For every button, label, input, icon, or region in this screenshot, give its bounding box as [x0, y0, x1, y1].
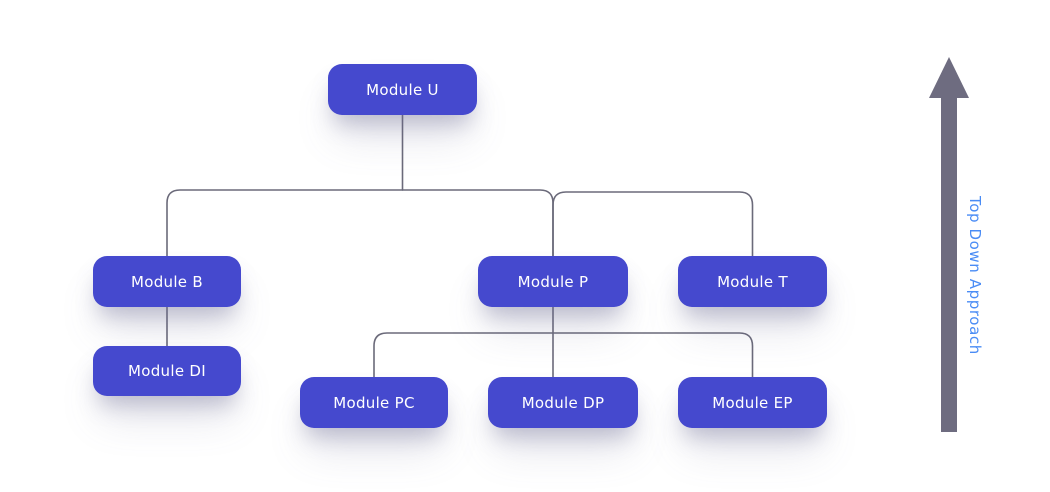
top-down-arrow	[929, 57, 969, 432]
node-module-b: Module B	[93, 256, 241, 307]
node-label: Module P	[517, 272, 589, 291]
node-label: Module PC	[333, 393, 415, 412]
node-label: Module DI	[128, 362, 206, 380]
node-label: Module DP	[521, 393, 605, 412]
top-down-approach-label: Top Down Approach	[966, 196, 984, 355]
connector-bus-pc-ep	[373, 332, 754, 378]
node-module-u: Module U	[328, 64, 477, 115]
node-module-dp: Module DP	[488, 377, 638, 428]
connector-group	[166, 114, 754, 378]
node-label: Module EP	[712, 393, 793, 412]
node-label: Module T	[717, 272, 788, 291]
node-module-t: Module T	[678, 256, 827, 307]
node-label: Module U	[366, 80, 439, 99]
node-module-pc: Module PC	[300, 377, 448, 428]
node-module-p: Module P	[478, 256, 628, 307]
arrow-head	[929, 57, 969, 98]
node-label: Module B	[130, 272, 203, 291]
connector-bus-b-p	[166, 189, 554, 257]
node-module-ep: Module EP	[678, 377, 827, 428]
connector-bus-p-t	[552, 191, 754, 257]
node-module-di: Module DI	[93, 346, 241, 396]
arrow-shaft	[941, 96, 957, 432]
